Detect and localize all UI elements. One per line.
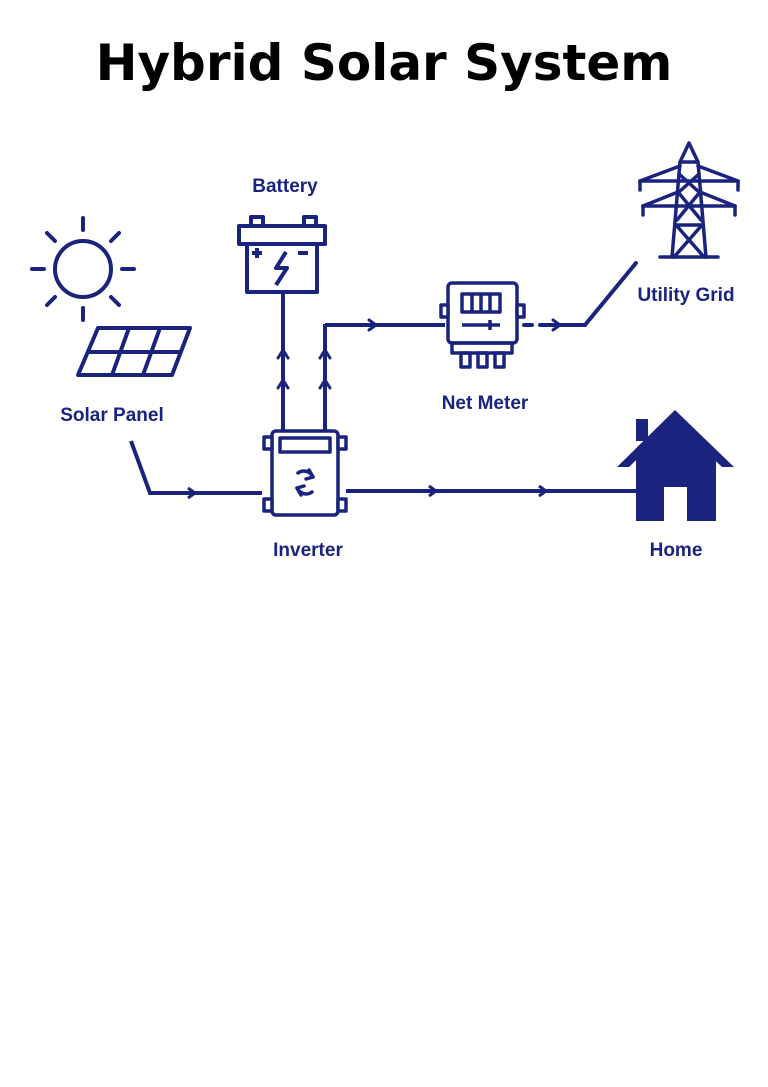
inverter-icon xyxy=(262,429,348,517)
battery-wire xyxy=(281,292,445,432)
transmission-tower-icon xyxy=(638,141,740,259)
home-label: Home xyxy=(650,540,703,561)
battery-label: Battery xyxy=(252,176,318,197)
battery-icon xyxy=(237,215,327,294)
net-meter-icon xyxy=(439,281,526,369)
utility-grid-label: Utility Grid xyxy=(637,285,734,306)
battery-wire-arrows xyxy=(276,318,379,390)
sun-icon xyxy=(30,216,136,322)
page-title: Hybrid Solar System xyxy=(95,34,673,92)
inverter-label: Inverter xyxy=(273,540,343,561)
house-icon xyxy=(617,410,734,521)
solar-wire xyxy=(129,440,262,500)
net-meter-label: Net Meter xyxy=(442,393,529,414)
solar-panel-label: Solar Panel xyxy=(60,405,164,426)
hybrid-solar-diagram: Battery Solar Panel Net Meter Utility Gr… xyxy=(30,141,740,561)
home-wire xyxy=(346,484,636,498)
solar-panel-icon xyxy=(76,326,192,377)
grid-wire xyxy=(522,261,638,332)
